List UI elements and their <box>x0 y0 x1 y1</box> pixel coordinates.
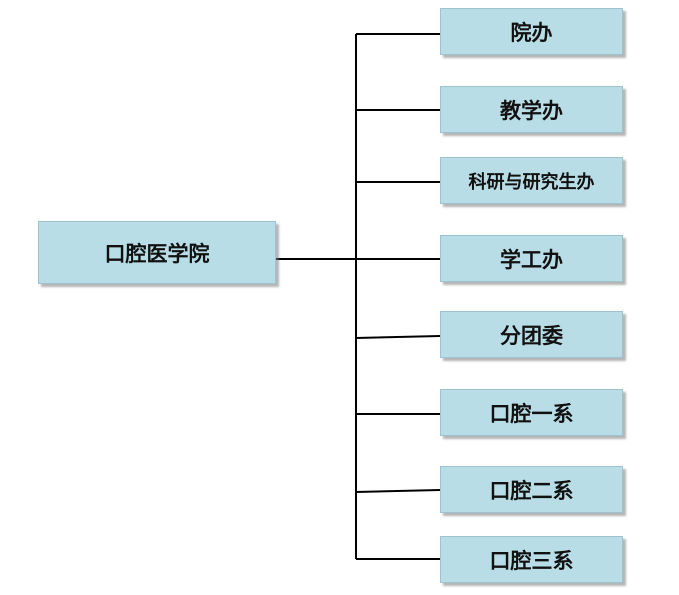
child-label-7: 口腔二系 <box>489 478 574 503</box>
child-node-2: 教学办 <box>440 86 623 133</box>
child-node-5: 分团委 <box>440 311 623 358</box>
child-label-2: 教学办 <box>500 98 563 123</box>
child-label-5: 分团委 <box>500 323 563 348</box>
child-node-1: 院办 <box>440 8 623 55</box>
root-label: 口腔医学院 <box>104 241 210 266</box>
child-node-8: 口腔三系 <box>440 536 623 583</box>
child-node-6: 口腔一系 <box>440 389 623 436</box>
child-node-3: 科研与研究生办 <box>440 157 623 204</box>
child-label-8: 口腔三系 <box>489 548 574 573</box>
child-label-6: 口腔一系 <box>489 401 574 426</box>
branch-line-7 <box>355 489 441 493</box>
branch-line-5 <box>355 335 441 339</box>
child-node-4: 学工办 <box>440 235 623 282</box>
child-label-3: 科研与研究生办 <box>468 171 595 193</box>
child-label-4: 学工办 <box>500 247 563 272</box>
child-node-7: 口腔二系 <box>440 466 623 513</box>
child-label-1: 院办 <box>510 20 553 45</box>
root-node: 口腔医学院 <box>38 221 276 284</box>
